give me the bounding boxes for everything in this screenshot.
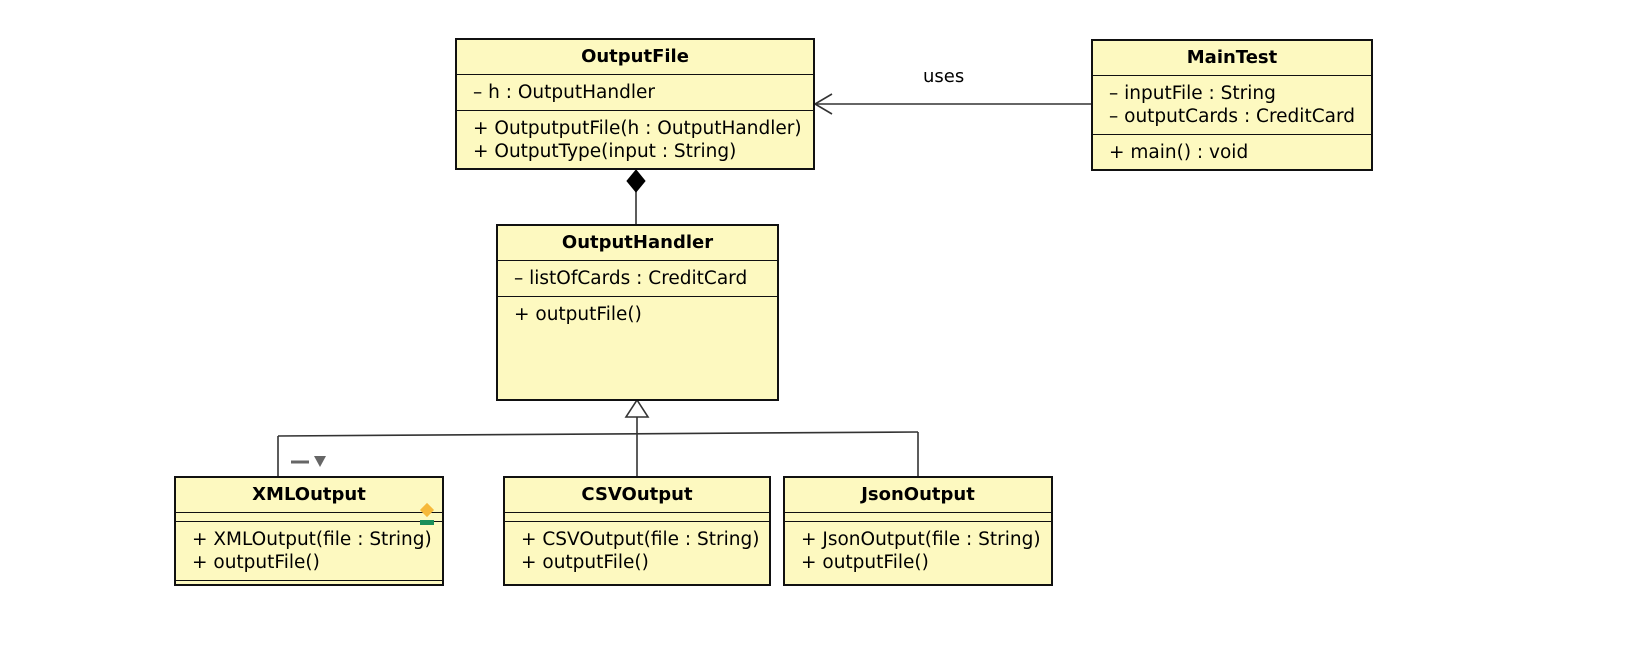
attributes-section: [505, 513, 769, 522]
method: + OutputputFile(h : OutputHandler): [473, 118, 802, 139]
class-csv-output[interactable]: CSVOutput + CSVOutput(file : String) + o…: [503, 476, 771, 586]
uses-arrowhead: [813, 93, 833, 115]
methods-section: + OutputputFile(h : OutputHandler) + Out…: [457, 111, 813, 169]
attributes-section: – listOfCards : CreditCard: [498, 261, 777, 297]
resize-bar-icon[interactable]: [420, 520, 434, 525]
attributes-section: [785, 513, 1051, 522]
method: + OutputType(input : String): [473, 141, 737, 162]
attributes-section: – inputFile : String – outputCards : Cre…: [1093, 76, 1371, 135]
class-output-handler[interactable]: OutputHandler – listOfCards : CreditCard…: [496, 224, 779, 401]
methods-section: + CSVOutput(file : String) + outputFile(…: [505, 522, 769, 580]
class-name: CSVOutput: [505, 478, 769, 513]
attribute: – outputCards : CreditCard: [1109, 106, 1355, 127]
class-output-file[interactable]: OutputFile – h : OutputHandler + Outputp…: [455, 38, 815, 170]
generalization-triangle: [624, 398, 650, 418]
methods-section: + main() : void: [1093, 135, 1371, 170]
class-main-test[interactable]: MainTest – inputFile : String – outputCa…: [1091, 39, 1373, 171]
methods-section: + XMLOutput(file : String) + outputFile(…: [176, 522, 442, 581]
method: + outputFile(): [521, 552, 649, 573]
class-name: OutputFile: [457, 40, 813, 75]
class-name: XMLOutput: [176, 478, 442, 513]
attributes-section: – h : OutputHandler: [457, 75, 813, 111]
attribute: – inputFile : String: [1109, 83, 1276, 104]
class-name: JsonOutput: [785, 478, 1051, 513]
method: + outputFile(): [192, 552, 320, 573]
handle-triangle-down-icon[interactable]: [314, 456, 326, 467]
method: + outputFile(): [801, 552, 929, 573]
class-name: MainTest: [1093, 41, 1371, 76]
generalization-bus[interactable]: [277, 431, 919, 437]
method: + XMLOutput(file : String): [192, 529, 432, 550]
method: + CSVOutput(file : String): [521, 529, 760, 550]
class-name: OutputHandler: [498, 226, 777, 261]
uses-label: uses: [923, 66, 965, 87]
method: + JsonOutput(file : String): [801, 529, 1041, 550]
methods-section: + outputFile(): [498, 297, 777, 332]
class-xml-output[interactable]: XMLOutput + XMLOutput(file : String) + o…: [174, 476, 444, 586]
attribute: – h : OutputHandler: [473, 82, 655, 103]
method: + outputFile(): [514, 304, 642, 325]
attributes-section: [176, 513, 442, 522]
composition-diamond: [626, 169, 646, 193]
class-json-output[interactable]: JsonOutput + JsonOutput(file : String) +…: [783, 476, 1053, 586]
attribute: – listOfCards : CreditCard: [514, 268, 748, 289]
method: + main() : void: [1109, 142, 1249, 163]
methods-section: + JsonOutput(file : String) + outputFile…: [785, 522, 1051, 580]
